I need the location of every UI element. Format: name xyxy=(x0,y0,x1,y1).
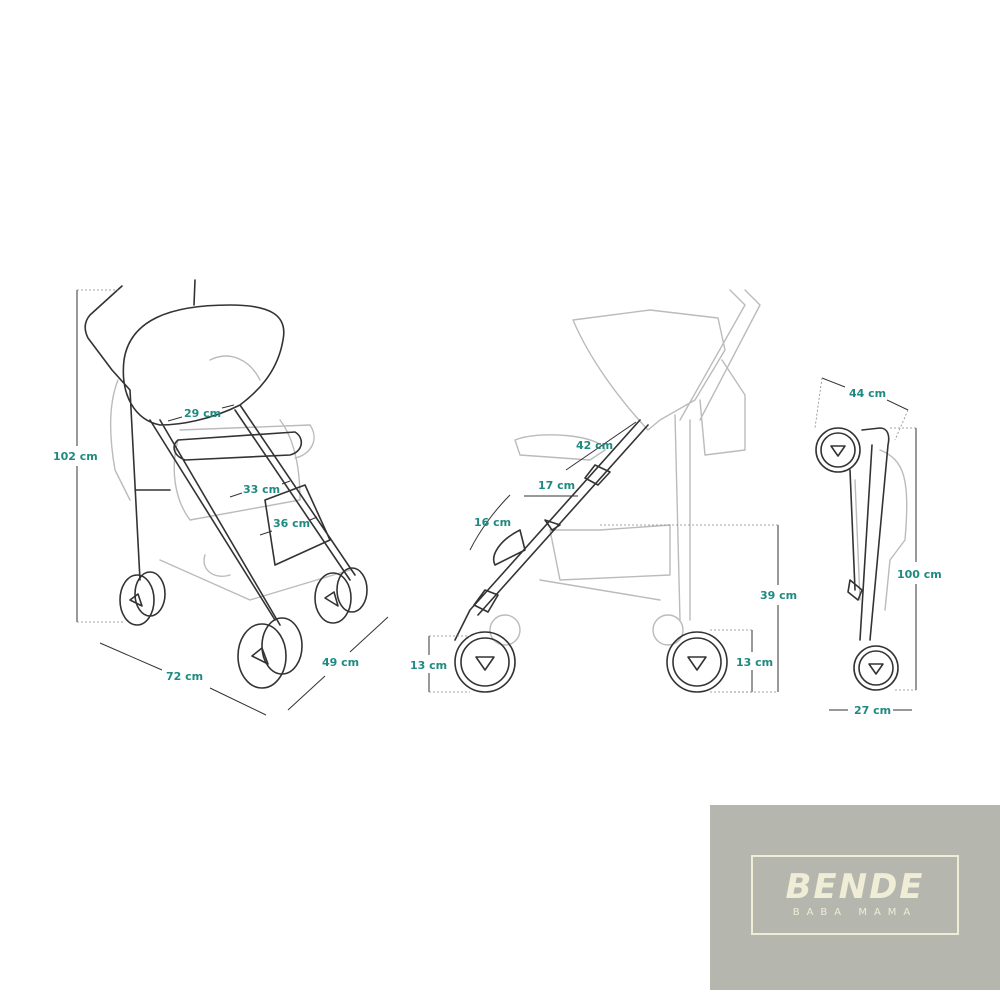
side-front-wheel-label: 13 cm xyxy=(410,659,447,672)
side-rear-wheel-label: 13 cm xyxy=(736,656,773,669)
folded-view-stroller xyxy=(815,427,908,691)
front-view-dimension-lines xyxy=(76,289,389,716)
logo-frame: BENDE BABA MAMA xyxy=(751,855,959,935)
front-backrest-width-label: 29 cm xyxy=(184,407,221,420)
folded-width-label: 27 cm xyxy=(854,704,891,717)
side-footrest-label: 16 cm xyxy=(474,516,511,529)
front-view-stroller xyxy=(84,279,368,689)
brand-logo: BENDE BABA MAMA xyxy=(710,805,1000,990)
front-seat-width-label: 33 cm xyxy=(243,483,280,496)
front-width-label: 49 cm xyxy=(322,656,359,669)
side-view-stroller xyxy=(454,289,761,693)
side-seat-height-label: 39 cm xyxy=(760,589,797,602)
front-seat-depth-label: 36 cm xyxy=(273,517,310,530)
logo-brand-text: BENDE xyxy=(785,867,925,907)
side-view-dimension-lines xyxy=(428,421,779,693)
front-length-label: 72 cm xyxy=(166,670,203,683)
logo-tagline: BABA MAMA xyxy=(792,907,918,918)
folded-length-label: 44 cm xyxy=(849,387,886,400)
folded-height-label: 100 cm xyxy=(897,568,942,581)
front-height-label: 102 cm xyxy=(53,450,98,463)
folded-view-dimension-lines xyxy=(814,377,917,711)
side-seat-length-label: 17 cm xyxy=(538,479,575,492)
side-backrest-label: 42 cm xyxy=(576,439,613,452)
